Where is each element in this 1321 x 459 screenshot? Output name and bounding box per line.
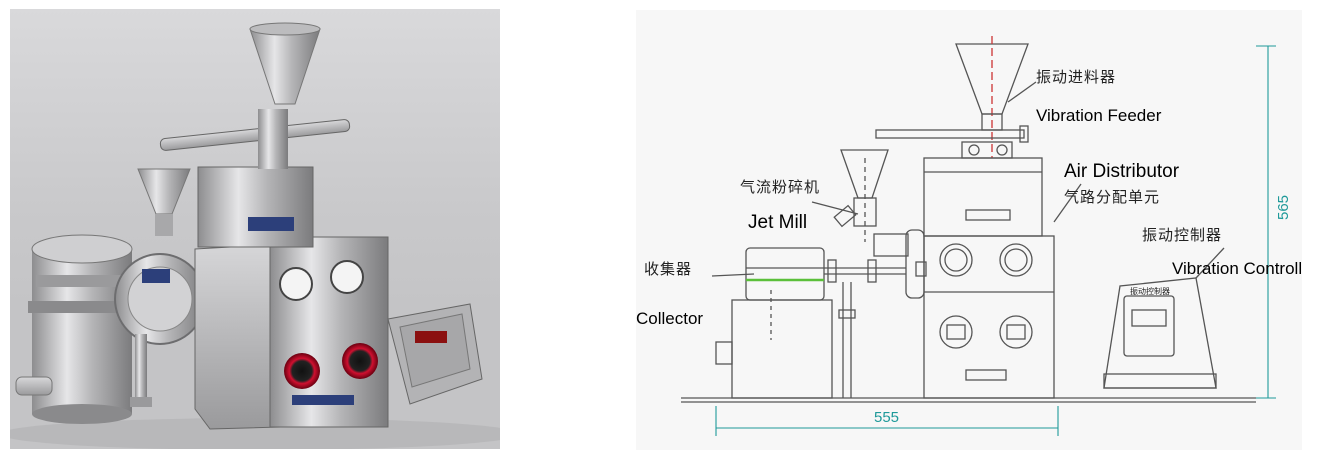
vibration-feeder-label-cn: 振动进料器 (1036, 68, 1117, 86)
height-dimension-value: 565 (1275, 194, 1292, 220)
vibration-controller-photo (387, 303, 483, 405)
jet-mill-label-cn: 气流粉碎机 (740, 178, 821, 196)
width-dimension-value: 555 (874, 409, 900, 426)
vibration-feeder-photo (159, 22, 351, 248)
vibration-feeder-label-en: Vibration Feeder (1036, 106, 1162, 125)
vibration-controller-label-en: Vibration Controller (1172, 259, 1302, 278)
jet-mill-label-en: Jet Mill (748, 212, 808, 233)
leader-jet-mill (811, 201, 859, 215)
equipment-line-drawing (681, 36, 1276, 436)
jet-mill-photo (114, 168, 206, 407)
controller-panel-text: 振动控制器 (1130, 287, 1170, 296)
jet-mill-photo-illustration (10, 22, 500, 449)
leader-vibration-controller (1195, 247, 1225, 279)
leader-collector (711, 273, 755, 277)
collector-label-cn: 收集器 (644, 260, 693, 278)
technical-drawing: 振动进料器 Vibration Feeder Air Distributor 气… (636, 10, 1302, 450)
air-distributor-photo (194, 236, 389, 430)
vibration-feeder-drawing (875, 36, 1029, 159)
vibration-controller-label-cn: 振动控制器 (1142, 226, 1223, 244)
collector-label-en: Collector (636, 309, 704, 328)
air-distributor-drawing (923, 157, 1055, 399)
jet-mill-drawing (824, 149, 927, 398)
air-distributor-label-cn: 气路分配单元 (1064, 188, 1161, 206)
collector-drawing (715, 247, 833, 399)
leader-vibration-feeder (1007, 81, 1037, 103)
air-distributor-label-en: Air Distributor (1064, 161, 1180, 182)
product-photo (10, 9, 500, 449)
leader-air-distributor (1053, 183, 1082, 223)
collector-photo (15, 234, 136, 424)
